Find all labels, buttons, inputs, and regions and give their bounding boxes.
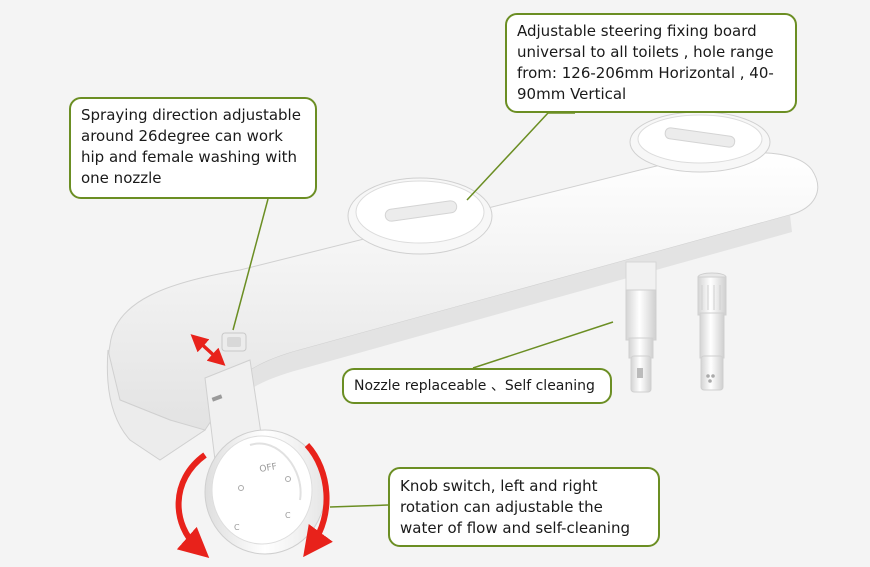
knob-label-off: OFF (259, 462, 278, 475)
nozzle-spare (697, 272, 727, 391)
callout-nozzle: Nozzle replaceable 、Self cleaning (342, 368, 612, 404)
spray-direction-slider (221, 332, 247, 352)
callout-steering-board: Adjustable steering fixing board univers… (505, 13, 797, 113)
knob-label-c-left: C (234, 523, 240, 532)
fixing-plate-right (629, 111, 771, 173)
nozzle-attached (625, 261, 657, 393)
leader-lines (232, 112, 614, 508)
red-arrows (175, 334, 333, 558)
knob-mark (238, 485, 244, 491)
knob-housing (204, 359, 326, 555)
knob-mark (285, 476, 291, 482)
callout-spray-direction: Spraying direction adjustable around 26d… (69, 97, 317, 199)
knob-label-c-right: C (285, 511, 291, 520)
fixing-plate-left (347, 177, 493, 255)
callout-knob-switch: Knob switch, left and right rotation can… (388, 467, 660, 547)
